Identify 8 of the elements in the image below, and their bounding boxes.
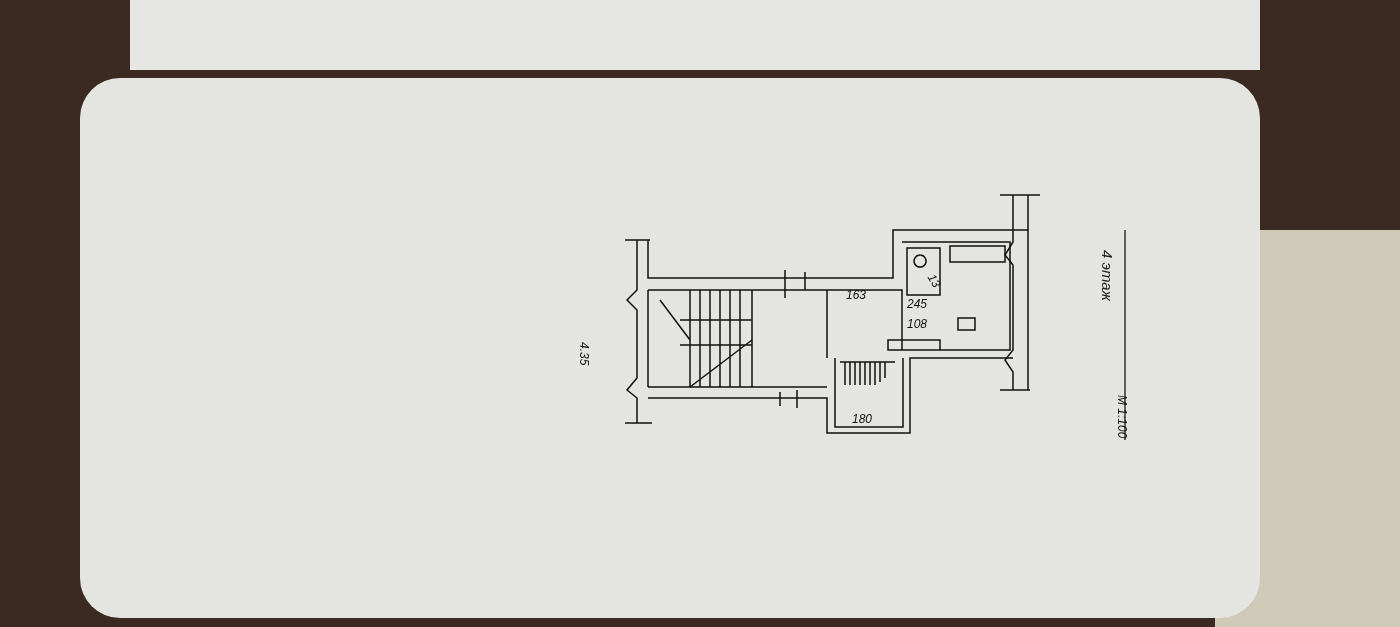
dimension-label: 4.35 (578, 342, 590, 366)
dimension-label: 108 (907, 318, 928, 330)
dimension-label: 13 (925, 272, 943, 290)
dimension-label: 163 (846, 289, 867, 301)
dimension-label: 180 (852, 413, 873, 425)
floor-title: 4 этаж (1098, 250, 1117, 301)
dimension-label: 245 (907, 298, 928, 310)
scale-label: М 1:100 (1116, 395, 1128, 439)
